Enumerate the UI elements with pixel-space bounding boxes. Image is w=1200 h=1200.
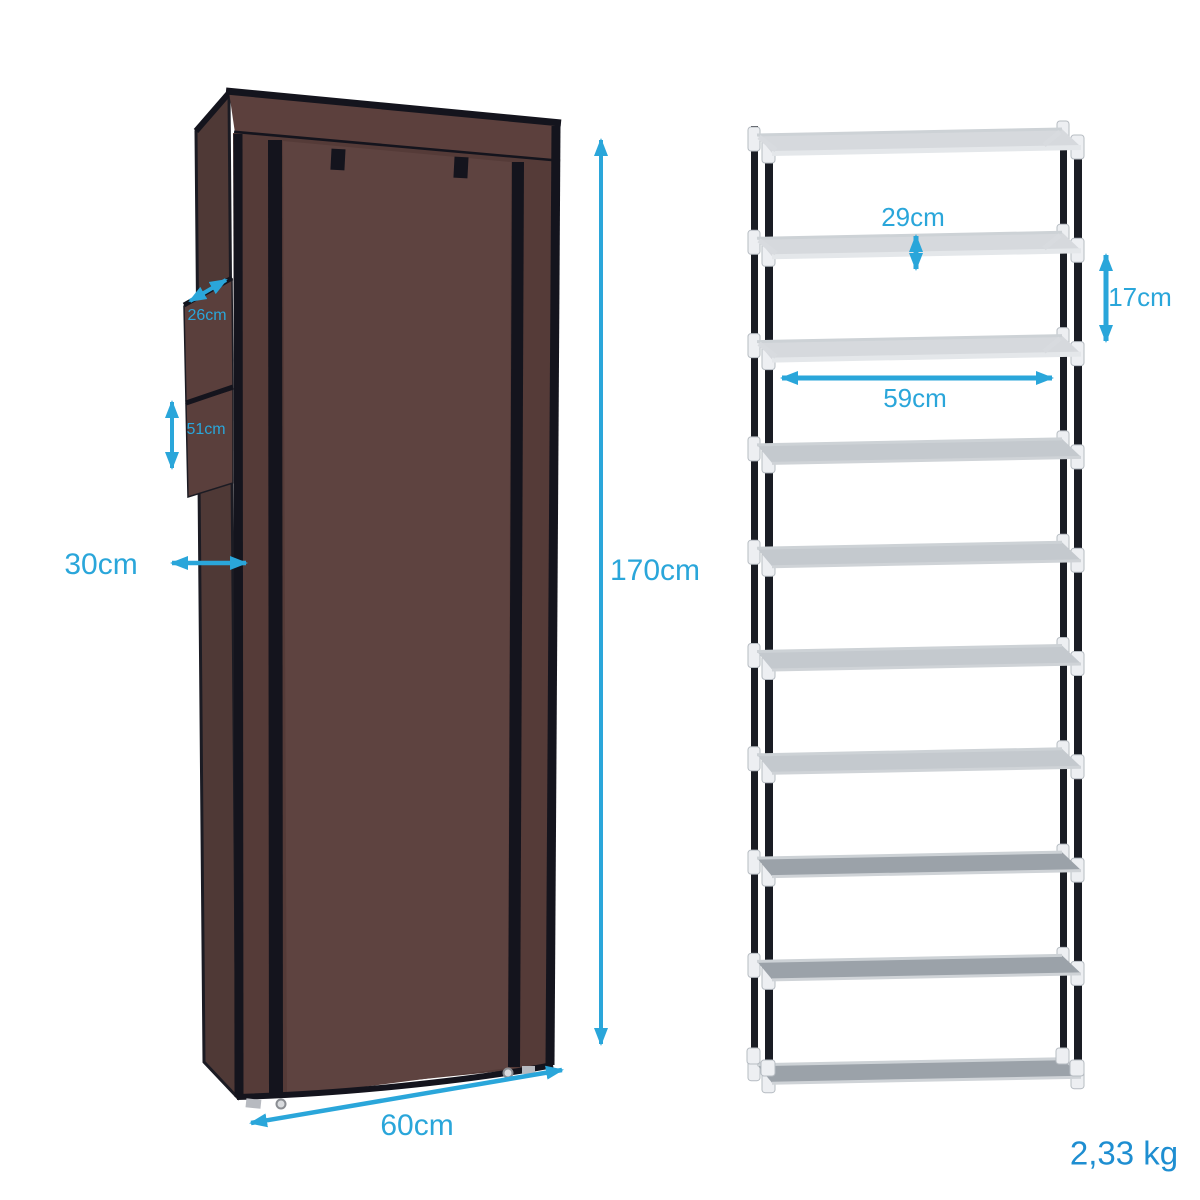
wardrobe-side-top-trim	[193, 91, 232, 133]
rack-connector	[747, 539, 761, 565]
wardrobe-door-tab-right	[453, 156, 469, 179]
rack-corner-brace-left	[757, 238, 778, 256]
wardrobe-top-band	[229, 92, 560, 163]
product-weight-label: 2,33 kg	[1069, 1134, 1179, 1172]
rack-shelf-tier	[747, 120, 1085, 164]
rack-shelf-front-rail	[771, 662, 1082, 672]
wardrobe-illustration	[182, 87, 562, 1110]
wardrobe-left-zipper	[268, 139, 283, 1099]
wardrobe-zip-pull-left	[275, 1098, 287, 1110]
rack-foot-back-right	[1055, 1047, 1070, 1065]
rack-shelf-back-rail	[756, 747, 1063, 757]
rack-shelf-surface	[757, 748, 1081, 773]
tier-height-dimension-label: 17cm	[1108, 282, 1172, 312]
rack-pole-front-right	[1074, 140, 1082, 1068]
rack-connector	[747, 436, 761, 462]
wardrobe-right-zipper	[508, 161, 524, 1068]
rack-shelf-surface	[757, 645, 1081, 670]
rack-foot-back-left	[746, 1047, 761, 1065]
rack-foot-front-right	[1069, 1059, 1085, 1077]
rack-shelf-front-rail	[771, 351, 1082, 363]
rack-corner-brace-right	[1042, 233, 1062, 251]
rack-pole-back-right	[1060, 126, 1067, 1056]
rack-shelf-tier	[747, 533, 1085, 577]
rack-shelf-tier	[747, 637, 1085, 680]
wardrobe-door-panel	[283, 141, 511, 1097]
rack-connector	[747, 746, 761, 772]
rack-shelf-back-rail	[756, 850, 1063, 860]
rack-corner-brace-right	[1042, 336, 1062, 354]
arrow-width	[249, 1065, 564, 1128]
rack-foot-front-left	[760, 1059, 776, 1077]
rack-shelf-front-rail	[771, 765, 1082, 775]
height-dimension-label: 170cm	[609, 554, 701, 587]
lower-pocket-flap-trim	[185, 384, 234, 406]
rack-shelf-tier	[747, 843, 1085, 887]
rack-shelf-front-rail	[771, 869, 1082, 879]
rack-shelf-back-rail	[756, 540, 1063, 550]
rack-shelves	[747, 120, 1085, 1094]
rack-shelf-surface	[757, 852, 1081, 877]
arrow-upper-pocket	[188, 278, 228, 303]
wardrobe-side-panel	[194, 89, 239, 1101]
rack-shelf-surface	[757, 438, 1081, 463]
rack-shelf-back-rail	[756, 644, 1063, 653]
upper-side-pocket	[183, 277, 234, 404]
rack-shelf-surface	[757, 542, 1081, 567]
rack-shelf-tier	[747, 430, 1085, 474]
rack-shelf-surface	[757, 955, 1081, 980]
shelf-depth-dimension-label: 29cm	[881, 202, 945, 232]
rack-shelf-front-rail	[771, 1075, 1082, 1085]
rack-shelf-tier	[747, 1050, 1085, 1094]
rack-shelf-tier	[747, 740, 1085, 784]
rack-shelf-back-rail	[756, 334, 1063, 344]
upper-pocket-dimension-label: 26cm	[187, 307, 227, 324]
shoe-rack-illustration	[746, 120, 1085, 1094]
wardrobe-band-bottom-trim	[233, 130, 561, 165]
rack-corner-brace-left	[757, 341, 778, 359]
rack-shelf-front-rail	[771, 248, 1082, 260]
rack-pole-front-left	[765, 140, 773, 1068]
lower-side-pocket	[185, 387, 234, 499]
rack-corner-brace-right	[1042, 130, 1062, 147]
depth-dimension-label: 30cm	[64, 548, 138, 581]
rack-pole-back-left	[751, 126, 758, 1056]
rack-corner-brace-left	[757, 135, 778, 152]
rack-shelf-front-rail	[771, 972, 1082, 982]
rack-shelf-front-rail	[771, 145, 1082, 156]
rack-shelf-tier	[747, 327, 1085, 371]
rack-shelf-front-rail	[771, 559, 1082, 569]
rack-shelf-back-rail	[756, 437, 1063, 447]
rack-shelf-back-rail	[756, 953, 1063, 963]
rack-shelf-surface	[757, 1058, 1081, 1083]
wardrobe-zip-pull-right	[502, 1067, 514, 1079]
rack-shelf-back-rail	[756, 1057, 1063, 1067]
wardrobe-right-edge-trim	[545, 125, 561, 1066]
rack-shelf-tier	[747, 946, 1085, 990]
rack-connector	[747, 849, 761, 875]
wardrobe-corner-trim	[233, 133, 244, 1098]
rack-shelf-back-rail	[756, 127, 1063, 137]
lower-pocket-dimension-label: 51cm	[186, 421, 226, 438]
wardrobe-foot-left	[245, 1098, 262, 1109]
dimension-arrows	[165, 138, 1113, 1128]
shelf-width-dimension-label: 59cm	[883, 383, 947, 413]
rack-connector	[747, 643, 761, 668]
width-dimension-label: 60cm	[380, 1109, 454, 1142]
rack-connector	[747, 952, 761, 978]
rack-shelf-front-rail	[771, 455, 1082, 465]
wardrobe-top-trim	[225, 87, 562, 127]
wardrobe-door-tab-left	[330, 148, 346, 171]
